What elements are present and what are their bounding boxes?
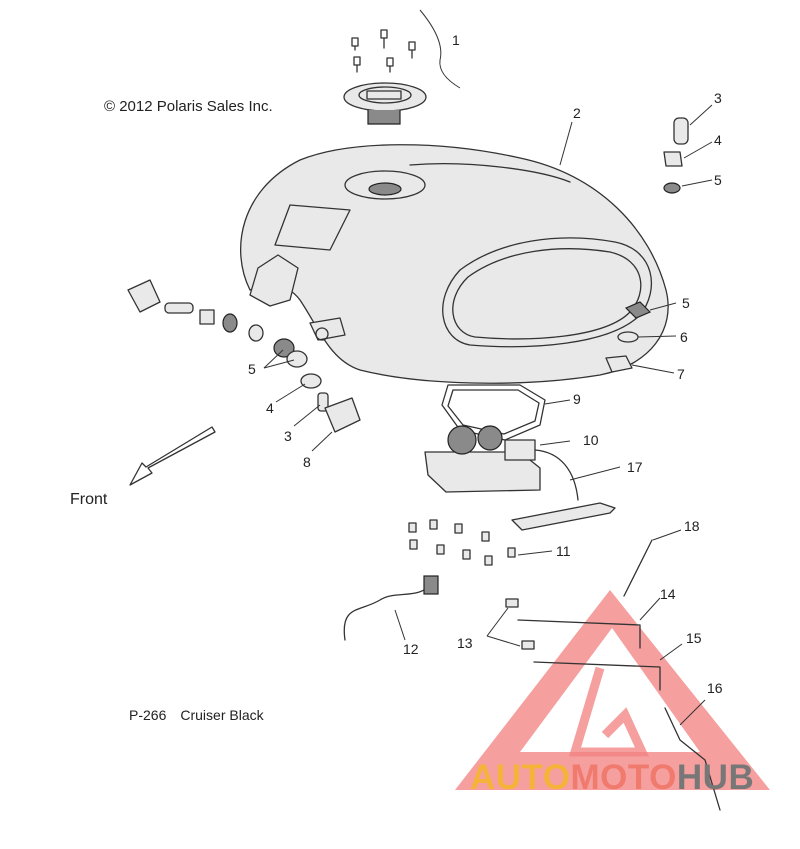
fuel-cap-hinge xyxy=(366,90,402,100)
model-name: Cruiser Black xyxy=(180,707,264,723)
grommet-5 xyxy=(663,182,681,194)
callout-3-top: 3 xyxy=(714,90,722,106)
bolt-3a xyxy=(164,302,194,314)
callout-6: 6 xyxy=(680,329,688,345)
washer-4 xyxy=(663,151,683,167)
tank-seam xyxy=(409,163,571,183)
callout-2: 2 xyxy=(573,105,581,121)
cap-screw xyxy=(380,29,388,49)
screws-11 xyxy=(408,519,516,566)
lines-13-16 xyxy=(505,598,721,811)
sender-17 xyxy=(511,502,616,531)
watermark-logo xyxy=(455,590,770,790)
grommet-5b xyxy=(624,301,652,319)
fuel-tank xyxy=(240,144,669,384)
callout-14: 14 xyxy=(660,586,676,602)
grommet-5e xyxy=(286,350,308,368)
callout-4-left: 4 xyxy=(266,400,274,416)
spacer-6 xyxy=(617,331,639,343)
copyright-text: © 2012 Polaris Sales Inc. xyxy=(104,98,273,115)
cap-screw xyxy=(408,41,416,59)
front-arrow xyxy=(129,426,216,486)
pump-harness xyxy=(534,449,579,501)
bracket-8a xyxy=(127,279,161,313)
fuel-cap-neck xyxy=(367,110,401,125)
callout-17: 17 xyxy=(627,459,643,475)
grommet-5d xyxy=(273,338,295,358)
fuel-cap-assembly xyxy=(343,29,427,125)
callout-9: 9 xyxy=(573,391,581,407)
tank-filler-neck xyxy=(368,182,402,196)
callout-8: 8 xyxy=(303,454,311,470)
watermark-auto: AUTO xyxy=(470,758,571,797)
callout-15: 15 xyxy=(686,630,702,646)
watermark-text: AUTOMOTOHUB xyxy=(470,758,754,798)
vent-line-18 xyxy=(623,539,653,597)
gasket-9 xyxy=(441,384,546,441)
grommet-5c xyxy=(248,324,264,342)
leader-1 xyxy=(419,9,461,89)
watermark-moto: MOTO xyxy=(570,758,677,797)
callout-12: 12 xyxy=(403,641,419,657)
tank-front-bracket xyxy=(249,254,299,307)
bolt-3 xyxy=(673,117,689,145)
watermark-hub: HUB xyxy=(676,758,755,797)
tank-filler-recess xyxy=(344,170,426,200)
cap-screw xyxy=(353,56,361,73)
callout-13: 13 xyxy=(457,635,473,651)
leader-2 xyxy=(559,121,573,166)
bracket-8b xyxy=(324,397,361,433)
hardware-right-top xyxy=(663,117,689,194)
cap-screw xyxy=(351,37,359,51)
tank-panel-mount xyxy=(274,204,351,251)
callout-7: 7 xyxy=(677,366,685,382)
fuel-hose-12 xyxy=(343,582,433,641)
fuel-pump-10 xyxy=(424,425,579,501)
callout-1: 1 xyxy=(452,32,460,48)
callout-4-top: 4 xyxy=(714,132,722,148)
callout-5-left: 5 xyxy=(248,361,256,377)
fuel-cap-top xyxy=(358,86,412,104)
cap-screw xyxy=(386,57,394,73)
grommet-5a xyxy=(222,313,238,333)
callout-numbers: 1 2 3 4 5 3 4 5 5 6 7 8 9 10 17 18 11 14… xyxy=(248,32,723,696)
washer-4a xyxy=(199,309,215,325)
callout-16: 16 xyxy=(707,680,723,696)
washer-4b xyxy=(300,373,322,389)
page-code: P-266 xyxy=(129,707,167,723)
hardware-left xyxy=(127,279,361,433)
bolt-3b xyxy=(317,392,329,412)
page-reference: P-266 Cruiser Black xyxy=(129,707,278,723)
callout-5-right: 5 xyxy=(682,295,690,311)
callout-18: 18 xyxy=(684,518,700,534)
callout-10: 10 xyxy=(583,432,599,448)
mount-7 xyxy=(605,355,633,373)
front-label: Front xyxy=(70,491,108,508)
callout-5-top: 5 xyxy=(714,172,722,188)
callout-11: 11 xyxy=(556,543,571,559)
callout-3-left: 3 xyxy=(284,428,292,444)
tank-rear-tab xyxy=(309,317,346,341)
hardware-right-mid xyxy=(605,301,652,373)
